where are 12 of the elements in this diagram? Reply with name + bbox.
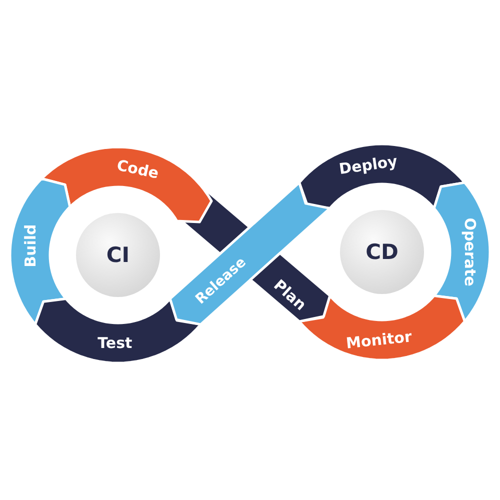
crossing-band: [249, 252, 332, 323]
stage-label: Build: [21, 224, 40, 268]
stage-label: CI: [106, 243, 130, 267]
stage-label: Monitor: [345, 328, 413, 352]
crossing-band: [168, 181, 332, 326]
stage-label: Code: [115, 156, 160, 182]
stage-label: Deploy: [338, 152, 398, 178]
stage-circle: [340, 210, 424, 294]
stage-label: Operate: [461, 218, 479, 286]
stage-circle: [76, 213, 160, 297]
stage-label: Test: [98, 334, 132, 352]
stage-label: CD: [366, 240, 398, 264]
